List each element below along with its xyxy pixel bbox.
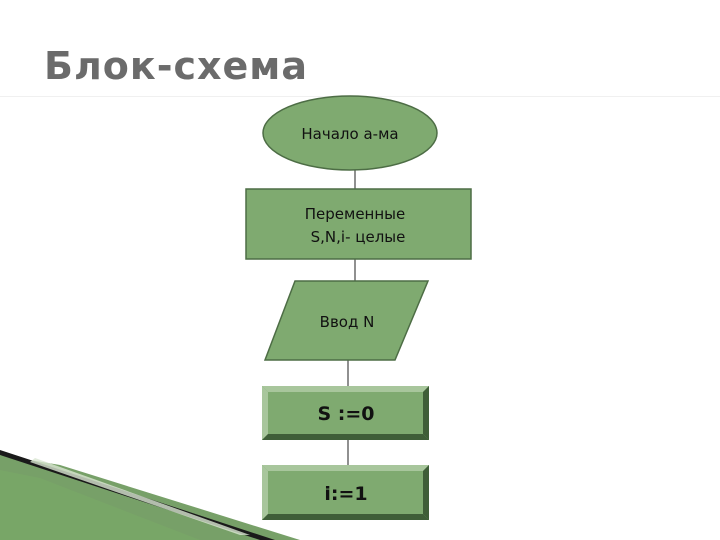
input-node-label: Ввод N — [320, 313, 375, 331]
variables-node-line2: S,N,i- целые — [311, 228, 406, 246]
variables-node: Переменные S,N,i- целые — [245, 188, 472, 260]
assign-s-label: S :=0 — [317, 403, 374, 425]
start-node-label: Начало а-ма — [301, 125, 398, 143]
decorative-swoosh — [0, 450, 300, 540]
slide-title: Блок-схема — [44, 44, 308, 88]
connectors — [347, 170, 356, 465]
variables-node-line1: Переменные — [305, 205, 406, 223]
assign-i-node: i:=1 — [262, 465, 429, 520]
assign-i-label: i:=1 — [324, 483, 367, 505]
start-node: Начало а-ма — [262, 95, 438, 171]
assign-s-node: S :=0 — [262, 386, 429, 440]
input-node: Ввод N — [263, 280, 430, 361]
